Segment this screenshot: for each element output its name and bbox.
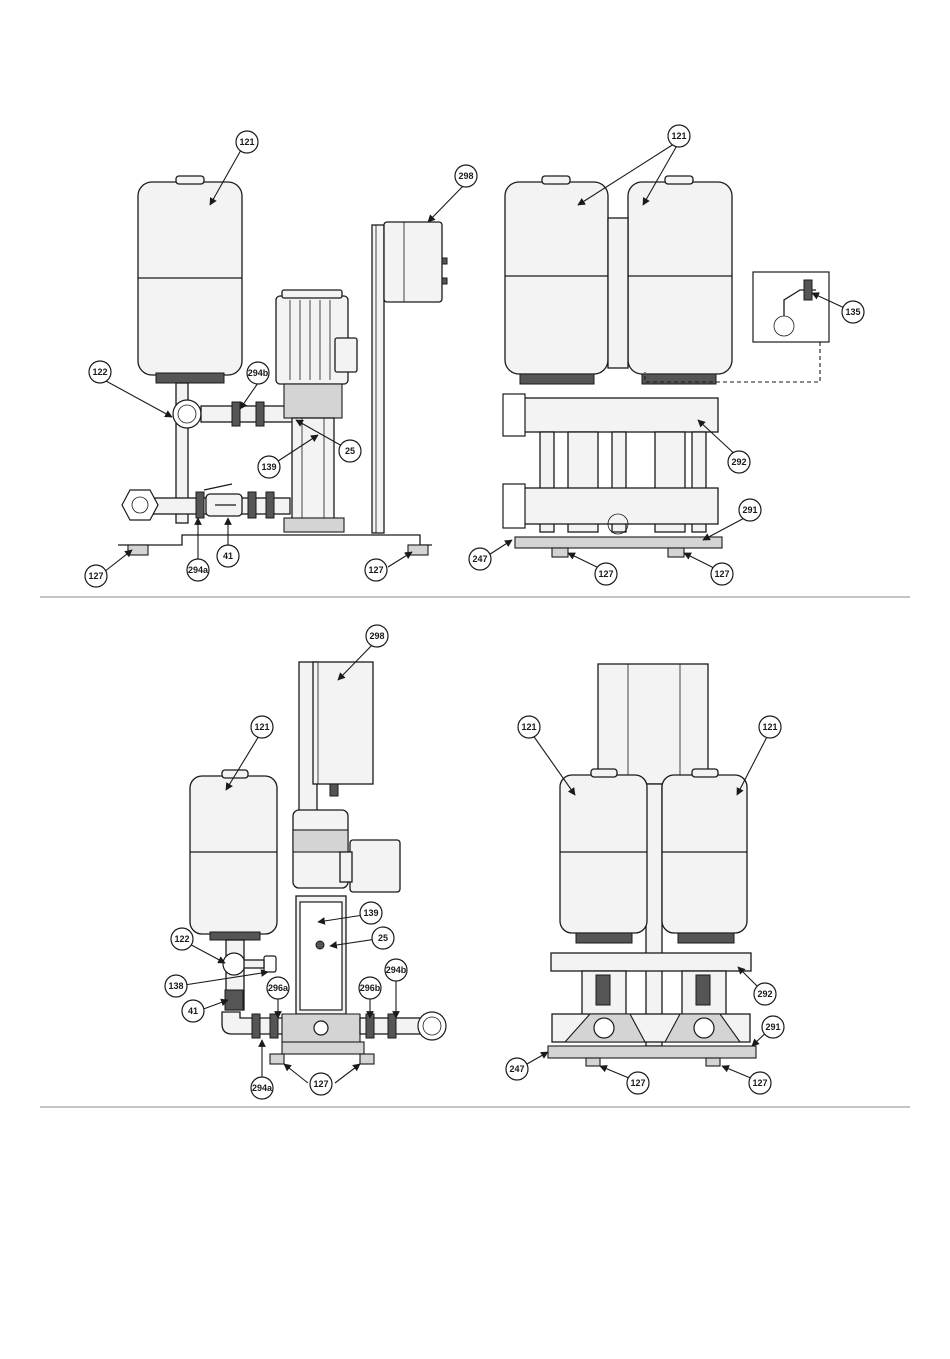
callout-25-b: 25 — [372, 927, 394, 949]
view-front-elevation-2 — [548, 664, 756, 1066]
callout-122-b: 122 — [171, 928, 193, 950]
svg-text:139: 139 — [363, 908, 378, 918]
callout-139-b: 139 — [360, 902, 382, 924]
svg-text:121: 121 — [671, 131, 686, 141]
callout-139-a: 139 — [258, 456, 280, 478]
callout-122-a: 122 — [89, 361, 111, 383]
callout-247-b: 247 — [506, 1058, 528, 1080]
callout-121-a: 121 — [236, 131, 258, 153]
svg-text:122: 122 — [174, 934, 189, 944]
svg-text:127: 127 — [88, 571, 103, 581]
svg-text:298: 298 — [369, 631, 384, 641]
svg-text:294b: 294b — [386, 965, 407, 975]
svg-text:121: 121 — [521, 722, 536, 732]
callout-294a-b: 294a — [251, 1077, 273, 1099]
svg-text:294a: 294a — [188, 565, 209, 575]
svg-text:121: 121 — [254, 722, 269, 732]
callout-135: 135 — [842, 301, 864, 323]
svg-text:247: 247 — [472, 554, 487, 564]
callout-41-b: 41 — [182, 1000, 204, 1022]
svg-text:291: 291 — [742, 505, 757, 515]
svg-text:291: 291 — [765, 1022, 780, 1032]
callout-291-b: 291 — [762, 1016, 784, 1038]
svg-text:127: 127 — [714, 569, 729, 579]
callout-296b: 296b — [359, 977, 381, 999]
callout-121-d: 121 — [518, 716, 540, 738]
callout-121-c: 121 — [251, 716, 273, 738]
callout-127-d: 127 — [711, 563, 733, 585]
callout-127-f: 127 — [627, 1072, 649, 1094]
svg-text:127: 127 — [598, 569, 613, 579]
callout-127-c: 127 — [595, 563, 617, 585]
callout-127-e: 127 — [310, 1073, 332, 1095]
callout-294b-a: 294b — [247, 362, 269, 384]
svg-text:292: 292 — [731, 457, 746, 467]
svg-text:121: 121 — [762, 722, 777, 732]
svg-text:127: 127 — [752, 1078, 767, 1088]
svg-text:25: 25 — [345, 446, 355, 456]
callout-127-b: 127 — [365, 559, 387, 581]
svg-text:41: 41 — [188, 1006, 198, 1016]
callout-291-a: 291 — [739, 499, 761, 521]
callout-127-g: 127 — [749, 1072, 771, 1094]
callout-138: 138 — [165, 975, 187, 997]
callout-292-b: 292 — [754, 983, 776, 1005]
svg-text:298: 298 — [458, 171, 473, 181]
svg-text:121: 121 — [239, 137, 254, 147]
callout-41-a: 41 — [217, 545, 239, 567]
view-side-elevation — [118, 176, 447, 555]
callout-292-a: 292 — [728, 451, 750, 473]
svg-text:122: 122 — [92, 367, 107, 377]
callout-298-a: 298 — [455, 165, 477, 187]
svg-text:127: 127 — [368, 565, 383, 575]
callout-25-a: 25 — [339, 440, 361, 462]
svg-text:296b: 296b — [360, 983, 381, 993]
callout-121-e: 121 — [759, 716, 781, 738]
svg-text:41: 41 — [223, 551, 233, 561]
svg-text:25: 25 — [378, 933, 388, 943]
callout-121-b: 121 — [668, 125, 690, 147]
callout-296a: 296a — [267, 977, 289, 999]
svg-text:292: 292 — [757, 989, 772, 999]
callout-298-b: 298 — [366, 625, 388, 647]
svg-text:294b: 294b — [248, 368, 269, 378]
view-front-elevation — [503, 176, 829, 557]
svg-text:247: 247 — [509, 1064, 524, 1074]
callout-294a-a: 294a — [187, 559, 209, 581]
callout-294b-b: 294b — [385, 959, 407, 981]
svg-text:127: 127 — [313, 1079, 328, 1089]
svg-text:296a: 296a — [268, 983, 289, 993]
svg-text:135: 135 — [845, 307, 860, 317]
svg-text:139: 139 — [261, 462, 276, 472]
callout-247-a: 247 — [469, 548, 491, 570]
callout-127-a: 127 — [85, 565, 107, 587]
svg-text:294a: 294a — [252, 1083, 273, 1093]
svg-text:127: 127 — [630, 1078, 645, 1088]
svg-text:138: 138 — [168, 981, 183, 991]
view-side-elevation-2 — [190, 662, 446, 1064]
